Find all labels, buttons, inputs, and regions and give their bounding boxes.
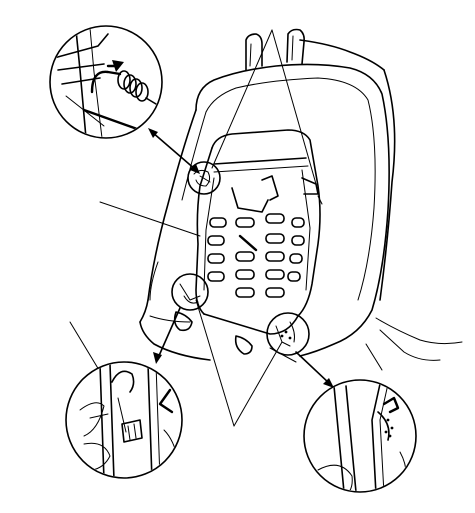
lumbar-grid xyxy=(207,213,305,298)
callout-arrows xyxy=(148,128,334,388)
clip-icon xyxy=(121,419,143,443)
frame-spring-attachment xyxy=(187,161,221,195)
lower-left-clip-callout xyxy=(65,361,183,479)
spring-icon xyxy=(117,70,157,105)
headrest-posts xyxy=(245,28,305,71)
background-seat-outline xyxy=(299,39,463,371)
seat-frame xyxy=(195,129,323,335)
seat-cushion-edge xyxy=(139,311,297,363)
frame-lower-left-attachment xyxy=(171,273,209,311)
seat-back-shell xyxy=(139,63,390,357)
lower-right-hook-callout xyxy=(303,379,417,493)
spring-hook-callout xyxy=(49,25,163,139)
hook-icon xyxy=(377,396,400,441)
